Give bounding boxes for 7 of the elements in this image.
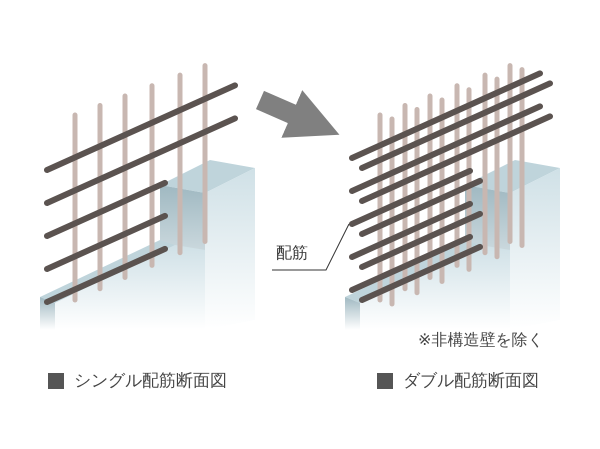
figure-caption: ダブル配筋断面図 bbox=[403, 370, 539, 392]
arrow bbox=[256, 90, 340, 138]
leader-line bbox=[272, 224, 350, 270]
footnote: ※非構造壁を除く bbox=[418, 330, 544, 351]
figure-caption: シングル配筋断面図 bbox=[74, 370, 227, 392]
callout-label: 配筋 bbox=[276, 243, 308, 262]
rebar bbox=[349, 168, 473, 227]
